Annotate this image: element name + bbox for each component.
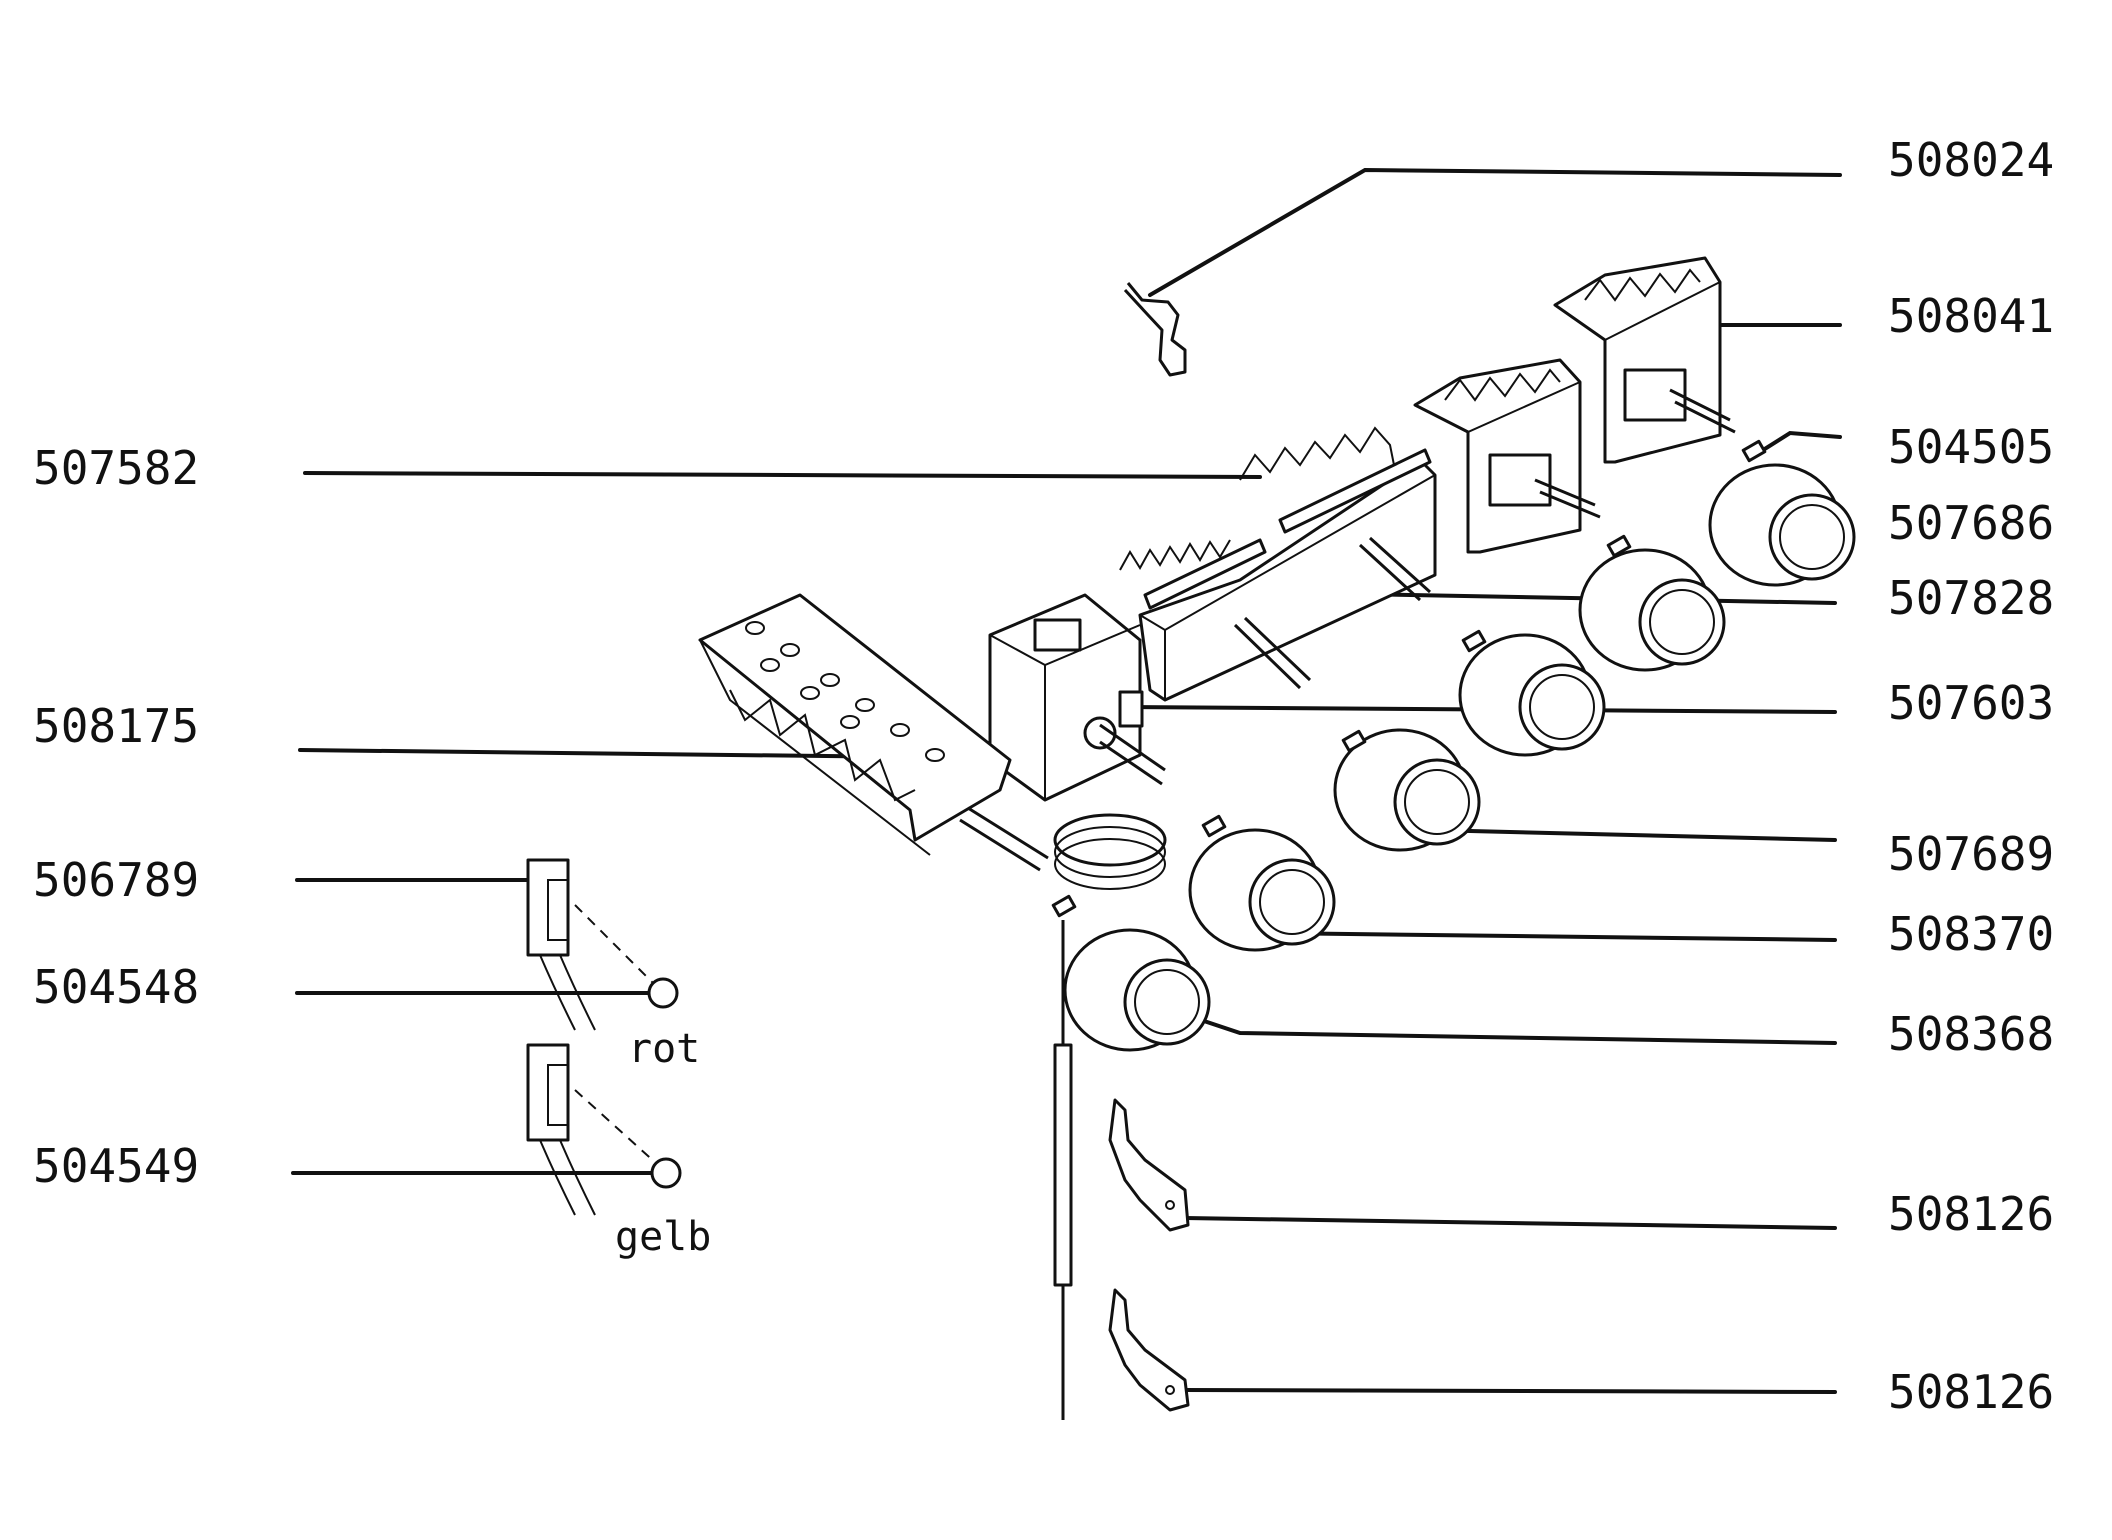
label-508041: 508041 [1888,289,2054,343]
leader-508370 [1266,931,1837,942]
label-507686: 507686 [1888,496,2054,550]
indicator-lamp-red [526,858,679,1031]
leader-508368 [1148,1001,1837,1045]
knob-508370 [1188,814,1336,952]
label-508126-lower: 508126 [1888,1365,2054,1419]
contact-spring-part [1123,282,1187,377]
knob-508368 [1051,894,1211,1052]
wire-color-red-label: rot [628,1026,700,1072]
leader-508126a [1183,1216,1837,1230]
leader-508126b [1183,1388,1837,1394]
terminal-block [698,593,1049,872]
leader-504505 [1750,430,1842,459]
label-507689: 507689 [1888,827,2054,881]
energy-regulator-left [1413,358,1601,554]
label-508370: 508370 [1888,907,2054,961]
label-504548: 504548 [33,960,199,1014]
label-507582: 507582 [33,441,199,495]
label-508368: 508368 [1888,1007,2054,1061]
label-506789: 506789 [33,853,199,907]
leader-507582 [303,471,1262,479]
capillary-probe [1053,920,1073,1420]
leader-508175 [298,748,912,759]
label-507828: 507828 [1888,571,2054,625]
bracket-508126-upper [1108,1098,1190,1232]
leader-507689 [1428,828,1837,842]
bracket-508126-lower [1108,1288,1190,1412]
knob-507689 [1333,728,1481,852]
label-507603: 507603 [1888,676,2054,730]
label-504549: 504549 [33,1139,199,1193]
knob-upper-3 [1458,629,1606,757]
label-508175: 508175 [33,699,199,753]
knob-507686 [1708,439,1856,587]
switch-bank [1119,426,1437,702]
part-labels: 508024 508041 504505 507686 507828 50760… [33,133,2054,1419]
coil-spring [1053,813,1167,890]
label-508024: 508024 [1888,133,2054,187]
label-508126-upper: 508126 [1888,1187,2054,1241]
energy-regulator-right [1553,256,1736,464]
label-504505: 504505 [1888,420,2054,474]
thermostat [988,593,1166,802]
indicator-lamp-yellow [526,1043,682,1216]
leader-508024 [1148,167,1842,297]
knob-upper-2 [1578,534,1726,672]
wire-color-yellow-label: gelb [615,1214,711,1260]
